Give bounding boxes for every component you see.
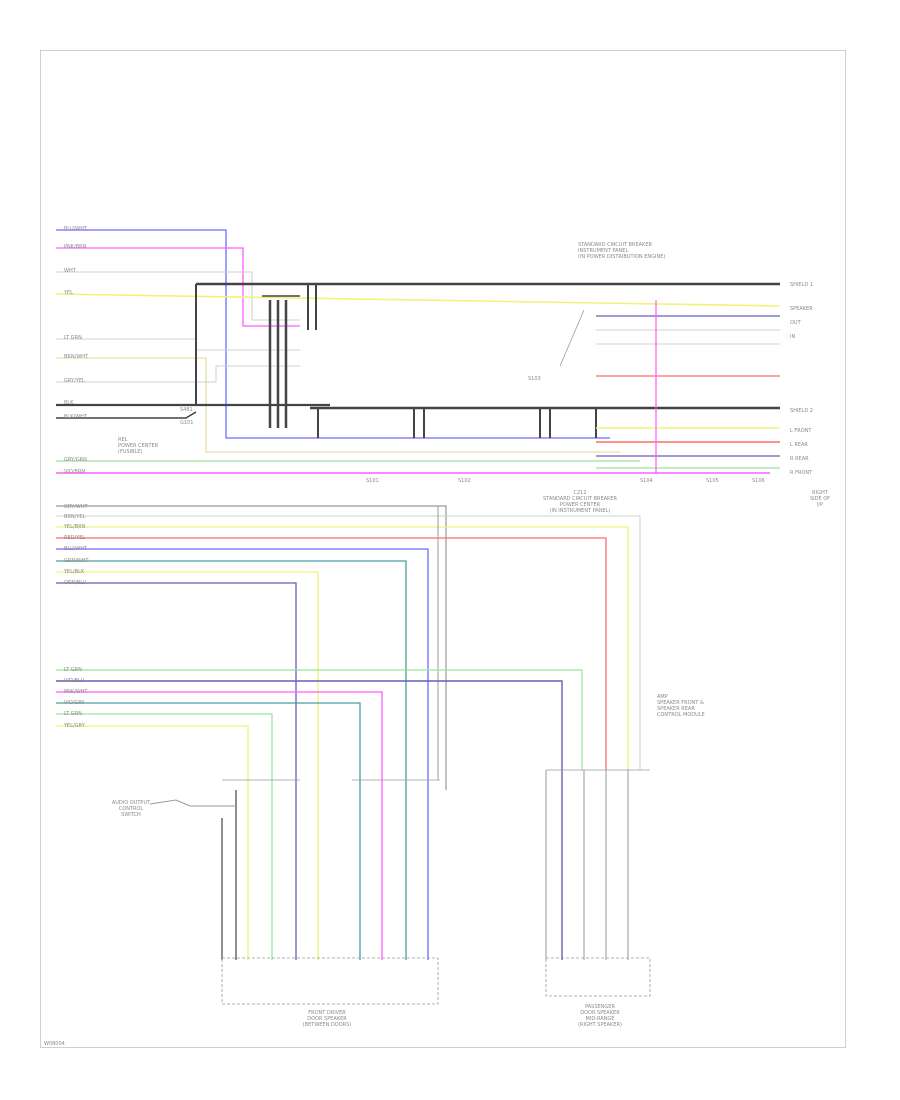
- wire-label-8: BLK: [64, 400, 74, 406]
- wire-label-1: BLU/WHT: [64, 226, 88, 232]
- wire-label-4: YEL: [64, 290, 73, 296]
- splice-label-4: S104: [640, 478, 653, 484]
- right-connector-label: RIGHT SIDE OF I/P: [809, 490, 831, 508]
- wire-label-m1: LT GRN: [64, 667, 82, 673]
- wire-blk-wht: [56, 411, 197, 419]
- wire-label-m3: PNK/WHT: [64, 689, 88, 695]
- wire-label-m4: VIO/GRY: [64, 700, 85, 706]
- right-speaker-module: [545, 957, 651, 997]
- left-module-label: FRONT DRIVER DOOR SPEAKER (BETWEEN DOORS…: [302, 1010, 352, 1028]
- wire-orn-blu: [56, 582, 297, 960]
- wire-label-9: BLK/WHT: [64, 414, 87, 420]
- terminal-label-shield-1: SHIELD 1: [790, 282, 813, 288]
- wire-yel-gry: [56, 725, 249, 960]
- wire-yel-blk: [56, 571, 319, 960]
- wire-label-m6: YEL/GRY: [64, 723, 85, 729]
- terminal-label-r-rear: R REAR: [790, 456, 809, 462]
- wire-label-l4: RED/YEL: [64, 535, 86, 541]
- relay-label: REL POWER CENTER (FUSIBLE): [118, 437, 159, 455]
- splice-label-left: S481: [180, 407, 193, 413]
- wire-grn-wht: [56, 560, 407, 960]
- wire-lt-grn-3: [56, 713, 273, 960]
- leader-line: [559, 309, 585, 367]
- wire-label-6: BRN/WHT: [64, 354, 89, 360]
- wire-gry-wht: [56, 505, 447, 790]
- amplifier-label: AMP SPEAKER FRONT & SPEAKER REAR CONTROL…: [657, 694, 705, 718]
- diagram-id: W08004: [44, 1041, 65, 1047]
- splice-label-6: S106: [752, 478, 765, 484]
- switch-contact: [149, 799, 191, 807]
- wire-label-l5: BLU/WHT: [64, 546, 88, 552]
- wire-yel-brn: [56, 526, 629, 770]
- wire-label-l2: BRN/YEL: [64, 514, 86, 520]
- wire-label-2: PNK/BRN: [64, 244, 87, 250]
- wire-label-10: GRY/GRN: [64, 457, 87, 463]
- wire-label-m2: VIO/BLU: [64, 678, 85, 684]
- splice-label-2: S102: [458, 478, 471, 484]
- wire-lt-grn: [56, 338, 300, 351]
- splice-label-1: S101: [366, 478, 379, 484]
- splice-label-3: S103: [528, 376, 541, 382]
- wire-label-3: WHT: [64, 268, 76, 274]
- wire-label-l7: YEL/BLK: [64, 569, 85, 575]
- wire-label-l8: ORN/BLU: [64, 580, 87, 586]
- terminal-label-shield-2: SHIELD 2: [790, 408, 813, 414]
- terminal-label-r-front: R FRONT: [790, 470, 813, 476]
- wire-label-l1: GRY/WHT: [64, 504, 88, 510]
- circuit-breaker-label: STANDARD CIRCUIT BREAKER INSTRUMENT PANE…: [578, 242, 666, 260]
- wire-label-m5: LT GRN: [64, 711, 82, 717]
- wire-vio-blu: [56, 680, 563, 960]
- wire-lt-grn-2: [56, 669, 583, 770]
- right-module-label: PASSENGER DOOR SPEAKER MID-RANGE (RIGHT …: [578, 1004, 622, 1028]
- wire-wht: [56, 271, 300, 321]
- diagram-frame: [40, 50, 846, 1048]
- terminal-label-l-rear: L REAR: [790, 442, 808, 448]
- wire-label-5: LT GRN: [64, 335, 82, 341]
- splice-label-5: S105: [706, 478, 719, 484]
- wire-pnk-wht: [56, 691, 383, 960]
- wire-brn-yel: [56, 515, 641, 770]
- terminal-label-in: IN: [790, 334, 796, 340]
- wire-label-7: GRY/YEL: [64, 378, 85, 384]
- wire-blu-wht-2: [56, 548, 429, 960]
- switch-label: AUDIO OUTPUT CONTROL SWITCH: [111, 800, 151, 818]
- left-speaker-module: [221, 957, 439, 1005]
- wire-label-l3: YEL/BRN: [64, 524, 86, 530]
- wire-red-yel: [56, 537, 607, 770]
- ground-label-left: G101: [180, 420, 194, 426]
- wire-pnk-brn: [56, 247, 300, 327]
- center-connector-label: C212 STANDARD CIRCUIT BREAKER POWER CENT…: [543, 490, 617, 514]
- terminal-label-speaker: SPEAKER: [790, 306, 813, 312]
- wire-yel-main: [55, 293, 781, 307]
- terminal-label-l-front: L FRONT: [790, 428, 812, 434]
- wire-blu-wht: [56, 229, 610, 439]
- wire-gry-yel: [56, 365, 300, 383]
- wire-label-11: VIO/BRN: [64, 469, 86, 475]
- terminal-label-out: OUT: [790, 320, 801, 326]
- wire-vio-gry: [56, 702, 361, 960]
- wire-label-l6: GRN/WHT: [64, 558, 89, 564]
